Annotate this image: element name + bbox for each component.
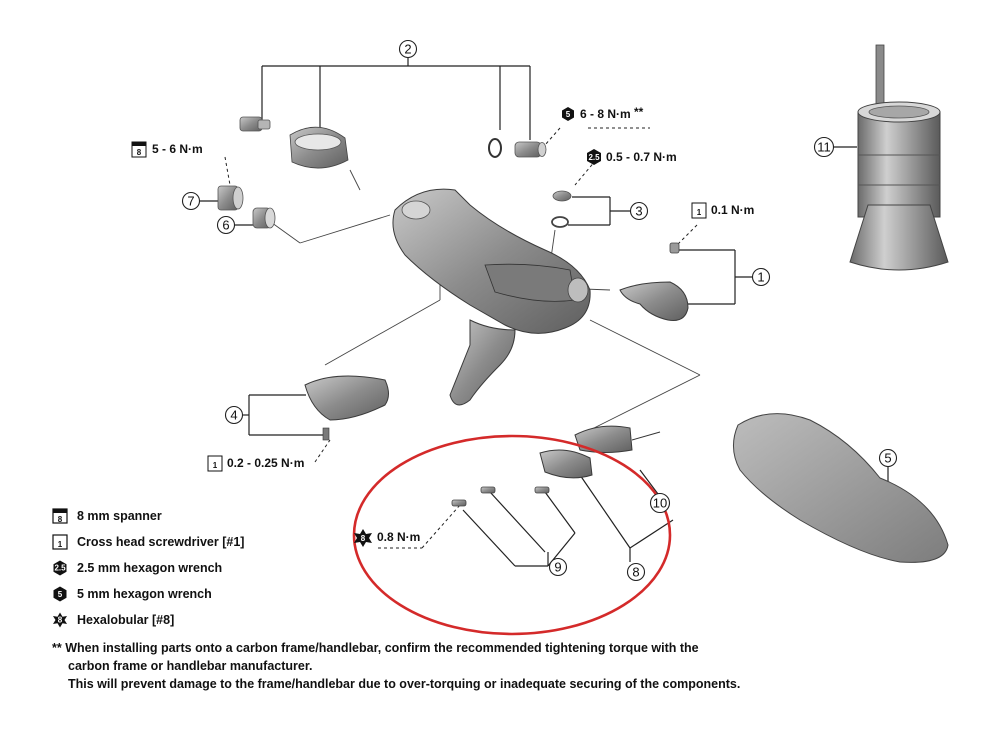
svg-text:5: 5 <box>566 110 571 119</box>
svg-text:6: 6 <box>222 218 229 233</box>
legend-label: 2.5 mm hexagon wrench <box>77 561 223 575</box>
hexalobular-icon: 8 <box>53 612 67 628</box>
svg-text:5 - 6 N·m: 5 - 6 N·m <box>152 142 203 156</box>
svg-text:8: 8 <box>58 515 63 524</box>
svg-text:2.5: 2.5 <box>588 153 600 162</box>
hex-wrench-5-icon: 5 <box>53 586 67 602</box>
svg-text:6 - 8 N·m: 6 - 8 N·m <box>580 107 631 121</box>
svg-text:1: 1 <box>213 461 218 470</box>
torque-0-1: 1 0.1 N·m <box>691 202 754 219</box>
callout-5: 5 <box>878 448 898 468</box>
svg-text:7: 7 <box>187 194 194 209</box>
callout-7: 7 <box>181 191 201 211</box>
callout-2: 2 <box>398 39 418 59</box>
svg-text:8: 8 <box>361 534 366 543</box>
legend-item-screwdriver: 1 Cross head screwdriver [#1] <box>52 529 244 555</box>
callout-4: 4 <box>224 405 244 425</box>
legend-label: Cross head screwdriver [#1] <box>77 535 245 549</box>
hex-wrench-2-5-icon <box>587 149 601 165</box>
part-7-nut <box>217 185 244 211</box>
torque-0-5-0-7: 2.5 0.5 - 0.7 N·m <box>587 149 677 165</box>
part-10-bracket <box>574 425 661 453</box>
svg-text:2.5: 2.5 <box>54 564 66 573</box>
svg-text:0.1 N·m: 0.1 N·m <box>711 203 754 217</box>
dashed-torque-leaders <box>224 127 698 549</box>
svg-text:11: 11 <box>817 140 831 155</box>
legend-item-spanner: 8 8 mm spanner <box>52 503 244 529</box>
callout-1: 1 <box>751 267 771 287</box>
svg-text:1: 1 <box>697 208 702 217</box>
part-4-cover-plate <box>304 375 389 441</box>
part-2-bolt-left <box>239 116 271 132</box>
legend-label: 8 mm spanner <box>77 509 162 523</box>
part-2-washer <box>488 138 502 158</box>
part-5-hood-cover <box>733 413 949 563</box>
hex-wrench-2-5-icon: 2.5 <box>53 560 67 576</box>
tool-legend: 8 8 mm spanner 1 Cross head screwdriver … <box>52 503 244 633</box>
svg-text:9: 9 <box>554 560 561 575</box>
part-1-paddle <box>619 242 689 321</box>
callout-11: 11 <box>813 136 835 158</box>
svg-text:5: 5 <box>884 451 891 466</box>
legend-item-hex-2-5: 2.5 2.5 mm hexagon wrench <box>52 555 244 581</box>
svg-text:2: 2 <box>404 42 411 57</box>
note-line-3: This will prevent damage to the frame/ha… <box>68 677 741 691</box>
svg-text:1: 1 <box>757 270 764 285</box>
leader-lines <box>200 57 889 567</box>
callout-10: 10 <box>649 492 671 514</box>
callout-3: 3 <box>629 201 649 221</box>
torque-5-6: 8 5 - 6 N·m <box>131 141 203 158</box>
hexalobular-icon <box>354 529 372 547</box>
svg-text:10: 10 <box>653 496 667 511</box>
callout-9: 9 <box>548 557 568 577</box>
legend-label: 5 mm hexagon wrench <box>77 587 212 601</box>
svg-text:**: ** <box>634 105 644 119</box>
legend-label: Hexalobular [#8] <box>77 613 175 627</box>
part-3-cap-and-ring <box>551 190 572 228</box>
legend-item-hexalobular: 8 Hexalobular [#8] <box>52 607 244 633</box>
svg-text:8: 8 <box>137 148 142 157</box>
svg-text:8: 8 <box>58 616 63 625</box>
screwdriver-icon <box>207 455 223 472</box>
callout-8: 8 <box>626 562 646 582</box>
part-11-press-tool <box>849 44 949 271</box>
svg-text:0.8 N·m: 0.8 N·m <box>377 530 420 544</box>
svg-text:8: 8 <box>632 565 639 580</box>
torque-0-2-0-25: 1 0.2 - 0.25 N·m <box>207 455 304 472</box>
screwdriver-icon: 1 <box>52 534 68 550</box>
part-9-screws <box>451 486 550 507</box>
hex-wrench-5-icon <box>562 107 574 121</box>
highlight-ellipse <box>352 434 672 636</box>
part-2-clamp-band <box>289 126 349 169</box>
callout-6: 6 <box>216 215 236 235</box>
torque-0-8: 8 0.8 N·m <box>354 529 420 547</box>
carbon-torque-note: ** When installing parts onto a carbon f… <box>52 639 952 693</box>
svg-text:0.5 - 0.7 N·m: 0.5 - 0.7 N·m <box>606 150 677 164</box>
part-6-spacer <box>252 207 276 229</box>
part-2-bolt-right <box>514 141 547 158</box>
lever-body <box>392 188 591 406</box>
screwdriver-icon <box>691 202 707 219</box>
part-8-plate <box>539 449 593 479</box>
svg-text:1: 1 <box>58 540 63 549</box>
svg-text:5: 5 <box>58 590 63 599</box>
spanner-icon: 8 <box>52 508 68 524</box>
note-line-1: ** When installing parts onto a carbon f… <box>52 641 699 655</box>
torque-6-8: 5 6 - 8 N·m ** <box>562 105 644 121</box>
svg-text:0.2 - 0.25 N·m: 0.2 - 0.25 N·m <box>227 456 304 470</box>
legend-item-hex-5: 5 5 mm hexagon wrench <box>52 581 244 607</box>
svg-text:4: 4 <box>230 408 237 423</box>
note-line-2: carbon frame or handlebar manufacturer. <box>68 659 313 673</box>
svg-text:3: 3 <box>635 204 642 219</box>
